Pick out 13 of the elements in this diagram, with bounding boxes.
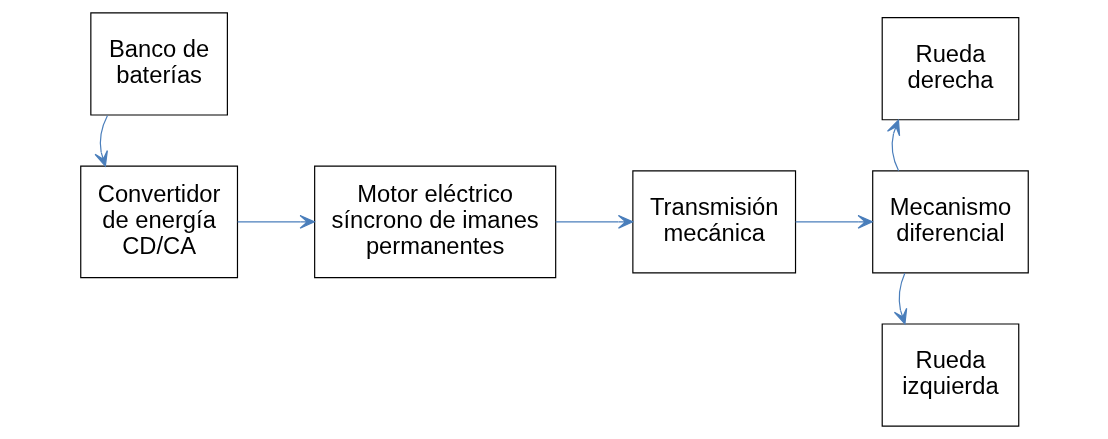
node-box: Banco de baterías bbox=[89, 12, 228, 116]
node-box: Transmisión mecánica bbox=[631, 170, 796, 274]
arrow bbox=[94, 114, 108, 167]
node-box: Motor eléctrico síncrono de imanes permanentes bbox=[313, 165, 556, 279]
arrow bbox=[236, 214, 315, 229]
arrow bbox=[886, 119, 900, 172]
arrow bbox=[554, 214, 633, 229]
node-box: Mecanismo diferencial bbox=[871, 170, 1029, 274]
arrow bbox=[893, 272, 907, 325]
node-box: Rueda derecha bbox=[881, 17, 1019, 121]
node-box: Rueda izquierda bbox=[881, 323, 1019, 427]
node-box: Convertidor de energía CD/CA bbox=[79, 165, 238, 279]
arrow bbox=[794, 214, 873, 229]
